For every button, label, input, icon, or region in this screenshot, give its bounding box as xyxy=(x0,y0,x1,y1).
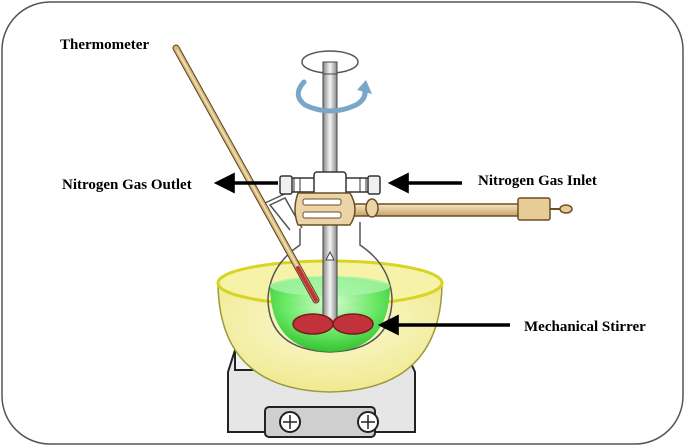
label-gas-inlet: Nitrogen Gas Inlet xyxy=(478,173,597,189)
stirrer-blades xyxy=(292,313,374,335)
hot-plate-knob-right xyxy=(357,411,379,433)
thermometer xyxy=(172,44,320,304)
gas-adapter xyxy=(279,171,381,199)
hot-plate-knob-left xyxy=(279,411,301,433)
label-gas-outlet: Nitrogen Gas Outlet xyxy=(62,177,192,193)
clamp-assembly xyxy=(294,192,573,226)
label-stirrer: Mechanical Stirrer xyxy=(524,319,646,335)
label-thermometer: Thermometer xyxy=(60,37,149,53)
clamp-jaws xyxy=(294,192,356,226)
rotation-arrow-icon xyxy=(295,79,372,114)
stirrer-top-disk xyxy=(301,50,359,75)
